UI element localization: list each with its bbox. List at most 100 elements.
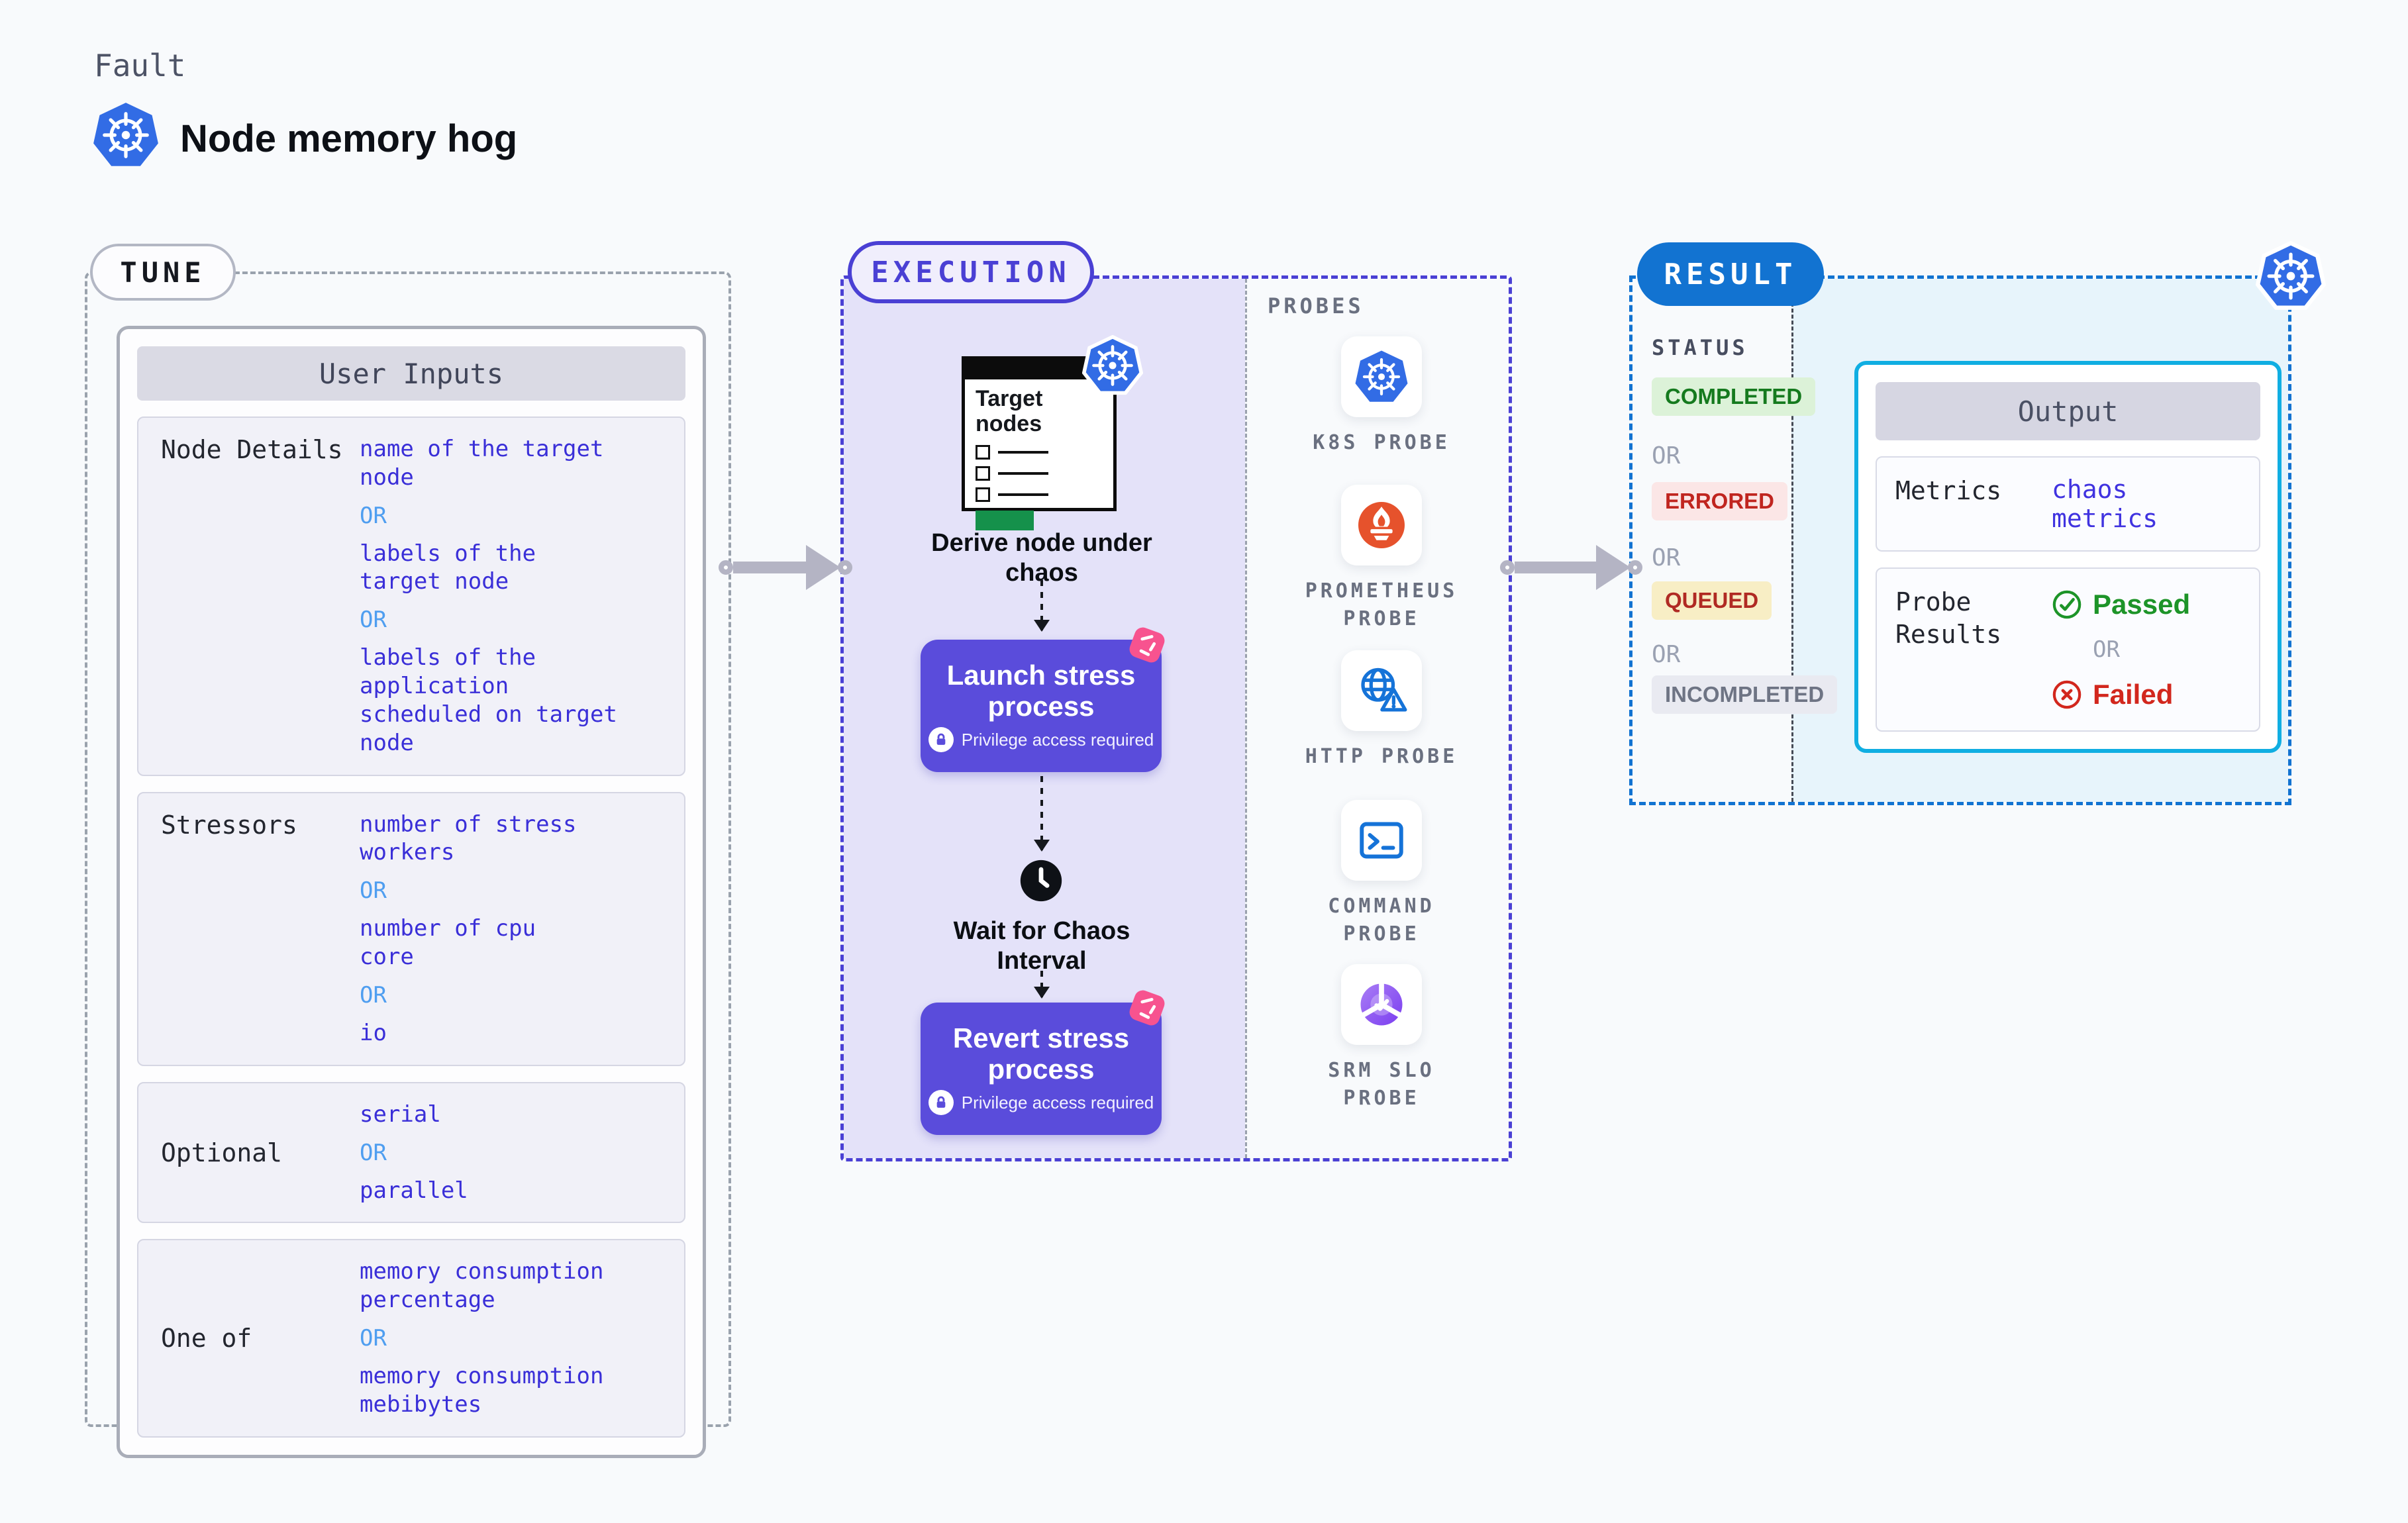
or-separator: OR [360, 981, 387, 1008]
page-title: Node memory hog [180, 117, 518, 160]
status-badge-label: ERRORED [1652, 482, 1788, 520]
chaos-badge-icon [1123, 984, 1171, 1032]
privilege-note: Privilege access required [928, 1090, 1154, 1116]
status-divider [1791, 279, 1793, 802]
row-values: serial OR parallel [360, 1101, 468, 1205]
fault-kicker: Fault [94, 48, 186, 83]
target-nodes-card: Target nodes [962, 356, 1117, 531]
kubernetes-probe-icon [1355, 350, 1408, 402]
kubernetes-corner-icon [2255, 240, 2327, 311]
or-separator: OR [1652, 641, 1681, 668]
probe-card-command[interactable] [1341, 800, 1422, 881]
row-value: number of cpu core [360, 915, 536, 971]
or-separator: OR [360, 877, 387, 905]
probe-label: HTTP PROBE [1305, 745, 1458, 768]
metrics-value: chaos metrics [2052, 475, 2158, 533]
user-inputs-table: User Inputs Node Details name of the tar… [117, 326, 706, 1458]
row-values: name of the target node OR labels of the… [360, 435, 671, 758]
execution-badge: EXECUTION [848, 241, 1094, 303]
failed-x-icon [2052, 680, 2082, 709]
table-row-node-details: Node Details name of the target node OR … [137, 417, 685, 776]
launch-stress-button[interactable]: Launch stress process Privilege access r… [921, 640, 1162, 772]
connector-ring [719, 560, 733, 575]
row-value: serial [360, 1101, 441, 1128]
metrics-row: Metrics chaos metrics [1876, 456, 2260, 552]
result-badge: RESULT [1637, 242, 1824, 306]
row-label: Node Details [161, 435, 343, 464]
tune-badge: TUNE [90, 244, 236, 301]
or-separator: OR [360, 1139, 387, 1166]
privilege-note-label: Privilege access required [961, 1092, 1154, 1112]
row-label: Stressors [161, 810, 297, 840]
revert-stress-label: Revert stress process [952, 1022, 1130, 1085]
probe-card-http[interactable] [1341, 650, 1422, 731]
clock-icon [1019, 858, 1064, 903]
row-value: memory consumption percentage [360, 1258, 604, 1314]
node-list-item [965, 463, 1113, 484]
dotted-connector [1040, 971, 1043, 997]
row-value: memory consumption mebibytes [360, 1363, 604, 1418]
arrow-head [1596, 545, 1630, 590]
chaos-badge-icon [1123, 621, 1171, 669]
or-separator: OR [1652, 544, 1681, 571]
flow-arrow-tune-to-execution [719, 544, 852, 591]
probe-label: K8S PROBE [1313, 431, 1450, 454]
wait-chaos-caption: Wait for Chaos Interval [953, 917, 1130, 975]
probe-card-prometheus[interactable] [1341, 485, 1422, 565]
node-line [998, 472, 1048, 475]
probe-card-srm-slo[interactable] [1341, 964, 1422, 1045]
failed-line: Failed [2052, 679, 2190, 711]
table-header: User Inputs [137, 346, 685, 401]
command-probe-icon [1360, 822, 1403, 859]
dotted-connector [1040, 580, 1043, 630]
metrics-label: Metrics [1895, 476, 2002, 505]
connector-ring [1500, 560, 1515, 575]
row-label: One of [161, 1324, 252, 1353]
probe-results-values: Passed OR Failed [2052, 586, 2190, 713]
passed-line: Passed [2052, 589, 2190, 620]
flow-arrow-execution-to-result [1500, 544, 1642, 591]
row-value: number of stress workers [360, 811, 577, 866]
node-list-item [965, 484, 1113, 505]
node-list-item [965, 442, 1113, 463]
or-separator: OR [360, 502, 387, 529]
probe-results-label: Probe Results [1895, 587, 2002, 650]
node-line [998, 493, 1048, 497]
probes-divider [1245, 279, 1247, 1158]
status-title: STATUS [1652, 335, 1748, 360]
checkbox-icon [976, 445, 990, 460]
or-separator: OR [360, 607, 387, 634]
status-badge-completed: COMPLETED [1652, 377, 1816, 416]
checkbox-icon [976, 487, 990, 503]
row-values: number of stress workers OR number of cp… [360, 811, 577, 1048]
privilege-note: Privilege access required [928, 727, 1154, 753]
probe-label: COMMAND PROBE [1328, 895, 1435, 946]
passed-label: Passed [2093, 589, 2191, 620]
connector-ring [1628, 560, 1642, 575]
progress-bar [976, 511, 1034, 531]
srm-slo-probe-icon [1360, 982, 1403, 1026]
passed-check-icon [2052, 590, 2082, 619]
row-values: memory consumption percentage OR memory … [360, 1257, 603, 1418]
privilege-note-label: Privilege access required [961, 729, 1154, 750]
derive-node-caption: Derive node under chaos [931, 529, 1152, 587]
probe-results-row: Probe Results Passed OR Failed [1876, 567, 2260, 732]
table-row-stressors: Stressors number of stress workers OR nu… [137, 791, 685, 1066]
target-nodes-title: Target nodes [976, 386, 1043, 437]
dotted-connector [1040, 776, 1043, 850]
row-value: parallel [360, 1177, 468, 1204]
row-value: labels of the application scheduled on t… [360, 644, 617, 756]
arrow-head [806, 545, 840, 590]
failed-label: Failed [2093, 679, 2174, 710]
row-value: name of the target node [360, 436, 604, 491]
or-separator: OR [360, 1325, 387, 1352]
status-badge-errored: ERRORED [1652, 482, 1788, 520]
revert-stress-button[interactable]: Revert stress process Privilege access r… [921, 1003, 1162, 1135]
status-badge-label: QUEUED [1652, 581, 1772, 620]
status-badge-label: INCOMPLETED [1652, 675, 1838, 714]
row-value: labels of the target node [360, 540, 536, 595]
prometheus-probe-icon [1358, 502, 1405, 548]
probe-card-k8s[interactable] [1341, 336, 1422, 417]
probe-label: PROMETHEUS PROBE [1305, 579, 1458, 630]
